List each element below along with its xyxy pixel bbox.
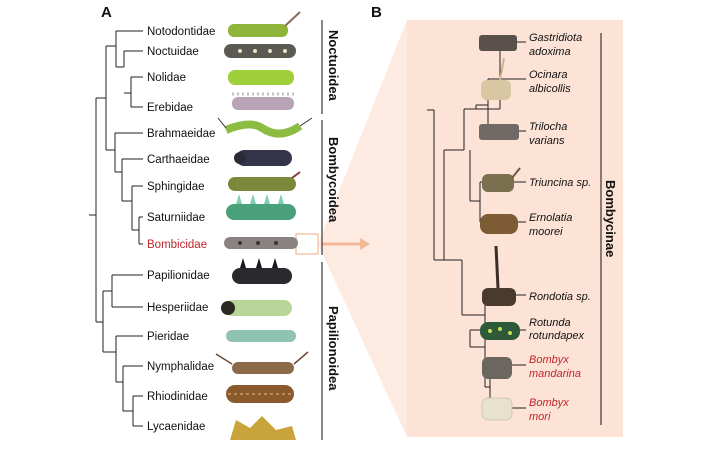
- species-labels: Gastridiota adoxima Ocinara albicollis T…: [529, 32, 591, 423]
- panel-b-label: B: [371, 4, 382, 21]
- specimen-icon: [482, 245, 516, 306]
- family-label: Nolidae: [147, 72, 186, 84]
- family-label: Rhiodinidae: [147, 391, 208, 403]
- species-label-highlight: mori: [529, 411, 551, 423]
- caterpillar-icon: [226, 330, 296, 342]
- caterpillar-icon: [224, 44, 296, 58]
- specimen-icon: [481, 57, 511, 100]
- family-label: Nymphalidae: [147, 361, 214, 373]
- species-label: Triuncina sp.: [529, 177, 591, 189]
- zoom-connector: [318, 20, 407, 437]
- subfamily-label: Bombycinae: [603, 180, 618, 257]
- specimen-icon: [482, 357, 512, 379]
- species-label: albicollis: [529, 83, 571, 95]
- species-label: Trilocha: [529, 121, 567, 133]
- species-label: Gastridiota: [529, 32, 582, 44]
- zoom-arrowhead: [360, 238, 370, 250]
- species-label: Rotunda: [529, 317, 571, 329]
- family-label: Hesperiidae: [147, 302, 208, 314]
- species-label: Ocinara: [529, 69, 568, 81]
- species-label-highlight: Bombyx: [529, 397, 569, 409]
- caterpillar-icon: [228, 171, 301, 191]
- caterpillar-icon: [215, 351, 309, 374]
- species-label: rotundapex: [529, 330, 585, 342]
- caterpillar-icon: [230, 416, 296, 440]
- family-label: Sphingidae: [147, 181, 205, 193]
- panel-a-label: A: [101, 4, 112, 21]
- caterpillar-icon: [226, 194, 296, 220]
- superfamily-brackets: Noctuoidea Bombycoidea Papilionoidea: [321, 20, 341, 440]
- superfamily-label: Noctuoidea: [326, 30, 341, 102]
- superfamily-label: Papilionoidea: [326, 306, 341, 391]
- superfamily-label: Bombycoidea: [326, 137, 341, 223]
- family-label: Notodontidae: [147, 26, 215, 38]
- specimen-icon: [481, 397, 513, 421]
- family-labels: Notodontidae Noctuidae Nolidae Erebidae …: [147, 26, 215, 433]
- species-icons: [479, 35, 521, 421]
- caterpillar-icon: [224, 237, 298, 249]
- caterpillar-icons-a: [215, 11, 313, 440]
- family-label: Lycaenidae: [147, 421, 205, 433]
- family-label: Saturniidae: [147, 212, 205, 224]
- specimen-icon: [480, 214, 518, 234]
- specimen-icon: [479, 124, 519, 140]
- species-label: moorei: [529, 226, 563, 238]
- species-label: varians: [529, 135, 565, 147]
- family-label: Noctuidae: [147, 46, 199, 58]
- species-label-highlight: mandarina: [529, 368, 581, 380]
- caterpillar-icon: [228, 70, 294, 85]
- specimen-icon: [480, 322, 520, 340]
- caterpillar-icon: [232, 92, 294, 110]
- caterpillar-icon: [221, 300, 292, 316]
- family-label-highlight: Bombicidae: [147, 239, 207, 251]
- tree-a: [89, 30, 143, 427]
- caterpillar-icon: [232, 258, 292, 284]
- species-label-highlight: Bombyx: [529, 354, 569, 366]
- caterpillar-icon: [234, 150, 292, 166]
- species-label: adoxima: [529, 46, 571, 58]
- zoom-box: [295, 233, 319, 255]
- family-label: Carthaeidae: [147, 154, 210, 166]
- family-label: Papilionidae: [147, 270, 210, 282]
- family-label: Pieridae: [147, 331, 189, 343]
- family-label: Erebidae: [147, 102, 193, 114]
- family-label: Brahmaeidae: [147, 128, 215, 140]
- species-label: Rondotia sp.: [529, 291, 591, 303]
- specimen-icon: [482, 167, 521, 192]
- caterpillar-icon: [226, 385, 294, 403]
- caterpillar-icon: [228, 11, 301, 37]
- species-label: Ernolatia: [529, 212, 572, 224]
- caterpillar-icon: [217, 117, 313, 138]
- specimen-icon: [479, 35, 517, 51]
